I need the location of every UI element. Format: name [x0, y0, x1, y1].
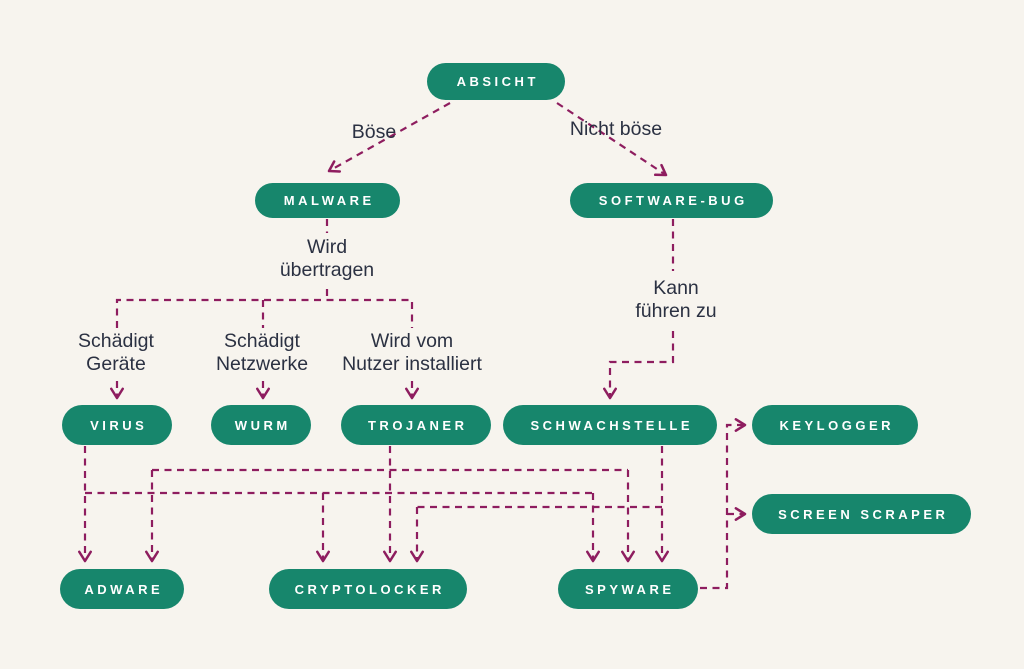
node-malware: MALWARE	[255, 183, 400, 218]
node-absicht: ABSICHT	[427, 63, 565, 100]
node-virus: VIRUS	[62, 405, 172, 445]
node-spyware: SPYWARE	[558, 569, 698, 609]
node-software-bug: SOFTWARE-BUG	[570, 183, 773, 218]
edge-label-schaedigt-geraete: Schädigt Geräte	[78, 330, 154, 375]
node-adware: ADWARE	[60, 569, 184, 609]
edge-label-boese: Böse	[351, 121, 397, 143]
edge-absicht-softwarebug	[556, 102, 668, 177]
edge-malware-split	[115, 298, 414, 328]
node-trojaner: TROJANER	[341, 405, 491, 445]
edge-label-kann-fuehren-zu: Kann führen zu	[635, 277, 717, 322]
edge-label-schaedigt-netzwerke: Schädigt Netzwerke	[215, 330, 309, 375]
edge-absicht-malware	[327, 102, 451, 173]
edge-label-wird-uebertragen: Wird übertragen	[279, 236, 375, 281]
edge-softwarebug-schwachstelle	[603, 331, 675, 400]
node-cryptolocker: CRYPTOLOCKER	[269, 569, 467, 609]
node-wurm: WURM	[211, 405, 311, 445]
node-keylogger: KEYLOGGER	[752, 405, 918, 445]
edge-label-wird-vom-nutzer-installiert: Wird vom Nutzer installiert	[342, 330, 482, 375]
node-screen-scraper: SCREEN SCRAPER	[752, 494, 971, 534]
edge-label-nicht-boese: Nicht böse	[569, 118, 663, 140]
edge-spyware-keylogger	[700, 418, 747, 590]
node-schwachstelle: SCHWACHSTELLE	[503, 405, 717, 445]
